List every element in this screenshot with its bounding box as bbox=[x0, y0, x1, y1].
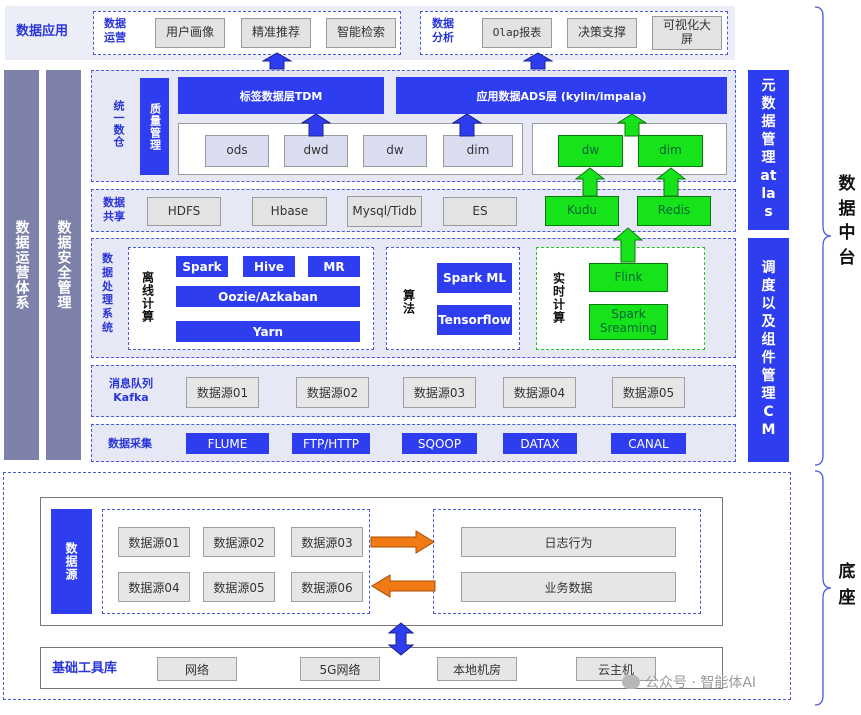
layer-dw: dw bbox=[363, 135, 427, 167]
tool-cloud: 云主机 bbox=[576, 657, 656, 681]
security-bar: 数据安全管理 bbox=[46, 70, 81, 460]
queue-source-04: 数据源04 bbox=[503, 377, 576, 408]
arrow-up-redis bbox=[656, 167, 686, 197]
flink-box: Flink bbox=[589, 263, 668, 292]
tdm-layer: 标签数据层TDM bbox=[178, 77, 384, 114]
sharing-mysql: Mysql/Tidb bbox=[347, 196, 422, 227]
target-business: 业务数据 bbox=[461, 572, 676, 602]
sharing-hbase: Hbase bbox=[252, 197, 327, 226]
arrow-up-ads bbox=[452, 113, 482, 137]
source-group bbox=[102, 509, 370, 614]
platform-bracket bbox=[814, 6, 832, 466]
source-panel bbox=[40, 497, 723, 626]
base-source-02: 数据源02 bbox=[203, 527, 275, 557]
analysis-item-olap: Olap报表 bbox=[482, 18, 552, 48]
ops-item-recommend: 精准推荐 bbox=[241, 18, 311, 48]
sharing-label: 数据共享 bbox=[103, 196, 125, 223]
tools-label: 基础工具库 bbox=[52, 661, 118, 676]
collect-canal: CANAL bbox=[611, 433, 686, 454]
collect-sqoop: SQOOP bbox=[402, 433, 477, 454]
queue-source-01: 数据源01 bbox=[186, 377, 259, 408]
analysis-label: 数据分析 bbox=[432, 17, 454, 44]
arrow-up-kudu bbox=[575, 167, 605, 197]
arrow-up-analysis bbox=[523, 52, 553, 70]
queue-source-03: 数据源03 bbox=[403, 377, 476, 408]
ops-item-user-profile: 用户画像 bbox=[155, 18, 225, 48]
watermark: 公众号 · 智能体AI bbox=[622, 672, 756, 692]
warehouse-label: 统一数仓 bbox=[112, 100, 125, 148]
arrow-bidirectional bbox=[388, 622, 414, 656]
base-source-01: 数据源01 bbox=[118, 527, 190, 557]
mr-box: MR bbox=[308, 256, 360, 277]
cm-bar: 调度以及组件管理CM bbox=[748, 238, 789, 462]
ops-system-label: 数据运营体系 bbox=[13, 220, 30, 310]
ops-system-bar: 数据运营体系 bbox=[4, 70, 39, 460]
atlas-bar: 元数据管理atlas bbox=[748, 70, 789, 230]
target-log: 日志行为 bbox=[461, 527, 676, 557]
base-source-06: 数据源06 bbox=[291, 572, 363, 602]
source-label: 数据源 bbox=[51, 509, 92, 614]
arrow-to-source bbox=[371, 574, 436, 598]
spark-ml-box: Spark ML bbox=[437, 263, 512, 293]
collect-ftp: FTP/HTTP bbox=[292, 433, 370, 454]
hive-box: Hive bbox=[243, 256, 295, 277]
base-source-05: 数据源05 bbox=[203, 572, 275, 602]
target-group bbox=[433, 509, 701, 614]
analysis-item-decision: 决策支撑 bbox=[567, 18, 637, 48]
tool-network: 网络 bbox=[157, 657, 237, 681]
arrow-up-flink bbox=[613, 227, 643, 263]
layer-dim: dim bbox=[443, 135, 513, 167]
security-label: 数据安全管理 bbox=[55, 220, 72, 310]
yarn-box: Yarn bbox=[176, 321, 360, 342]
collect-flume: FLUME bbox=[186, 433, 269, 454]
quality-management: 质量管理 bbox=[140, 78, 169, 175]
arrow-up-ops bbox=[262, 52, 292, 70]
base-panel bbox=[3, 472, 791, 700]
processing-label: 数据处理系统 bbox=[102, 252, 113, 334]
spark-streaming-box: Spark Sreaming bbox=[589, 304, 668, 340]
layer-dw-realtime: dw bbox=[558, 135, 623, 167]
sharing-es: ES bbox=[443, 197, 517, 226]
ops-item-search: 智能检索 bbox=[326, 18, 396, 48]
tensorflow-box: Tensorflow bbox=[437, 305, 512, 335]
analysis-item-dashboard: 可视化大屏 bbox=[652, 16, 722, 50]
collection-label: 数据采集 bbox=[108, 437, 152, 450]
wechat-icon bbox=[622, 675, 640, 689]
ads-layer: 应用数据ADS层 (kylin/impala) bbox=[396, 77, 727, 114]
tool-local-dc: 本地机房 bbox=[437, 657, 517, 681]
layer-dwd: dwd bbox=[284, 135, 348, 167]
realtime-label: 实时计算 bbox=[551, 272, 566, 324]
app-layer-label: 数据应用 bbox=[16, 24, 69, 39]
collect-datax: DATAX bbox=[503, 433, 577, 454]
queue-label: 消息队列 Kafka bbox=[109, 377, 153, 404]
base-bracket bbox=[814, 470, 832, 706]
queue-source-02: 数据源02 bbox=[296, 377, 369, 408]
arrow-to-target bbox=[370, 530, 435, 554]
sharing-kudu: Kudu bbox=[545, 196, 619, 226]
base-source-04: 数据源04 bbox=[118, 572, 190, 602]
queue-source-05: 数据源05 bbox=[612, 377, 685, 408]
sharing-hdfs: HDFS bbox=[147, 197, 221, 226]
cm-label: 调度以及组件管理CM bbox=[761, 260, 776, 438]
sharing-redis: Redis bbox=[637, 196, 711, 226]
base-source-03: 数据源03 bbox=[291, 527, 363, 557]
atlas-label: 元数据管理atlas bbox=[760, 78, 777, 220]
ops-label: 数据运营 bbox=[104, 17, 126, 44]
arrow-up-ads-realtime bbox=[617, 113, 647, 137]
platform-label: 数据中台 bbox=[838, 174, 856, 268]
algo-label: 算法 bbox=[401, 289, 416, 315]
base-label: 底座 bbox=[838, 562, 856, 608]
scheduler-box: Oozie/Azkaban bbox=[176, 286, 360, 307]
layer-dim-realtime: dim bbox=[638, 135, 703, 167]
spark-box: Spark bbox=[176, 256, 228, 277]
arrow-up-tdm bbox=[301, 113, 331, 137]
layer-ods: ods bbox=[205, 135, 269, 167]
tool-5g: 5G网络 bbox=[300, 657, 380, 681]
offline-label: 离线计算 bbox=[140, 271, 155, 323]
